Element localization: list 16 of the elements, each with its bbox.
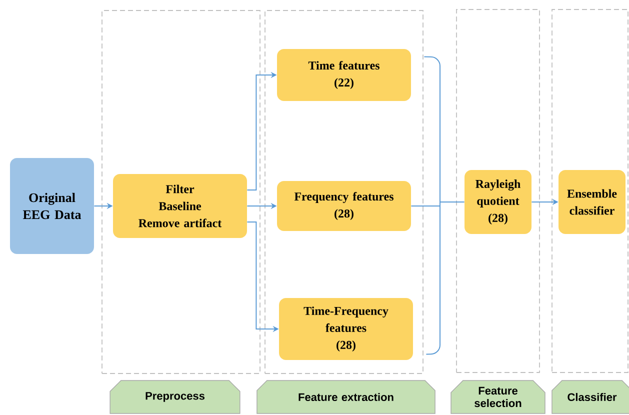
stage-tab: Preprocess [110, 380, 240, 414]
process-box: Time-Frequency features (28) [279, 298, 413, 360]
data-box: Original EEG Data [10, 158, 94, 254]
stage-frame [552, 9, 628, 373]
stage-tab: Feature extraction [256, 380, 436, 414]
process-box: Rayleigh quotient (28) [464, 170, 532, 234]
merge-bracket [410, 56, 465, 355]
stage-frame [264, 10, 424, 374]
process-box: Filter Baseline Remove artifact [113, 174, 247, 238]
process-box: Time features (22) [277, 49, 411, 101]
stage-frame [456, 9, 540, 373]
process-box: Ensemble classifier [558, 170, 626, 234]
process-box: Frequency features (28) [277, 181, 411, 231]
stage-tab: Feature selection [450, 380, 546, 414]
stage-frame [102, 10, 260, 374]
stage-tab: Classifier [552, 380, 629, 414]
